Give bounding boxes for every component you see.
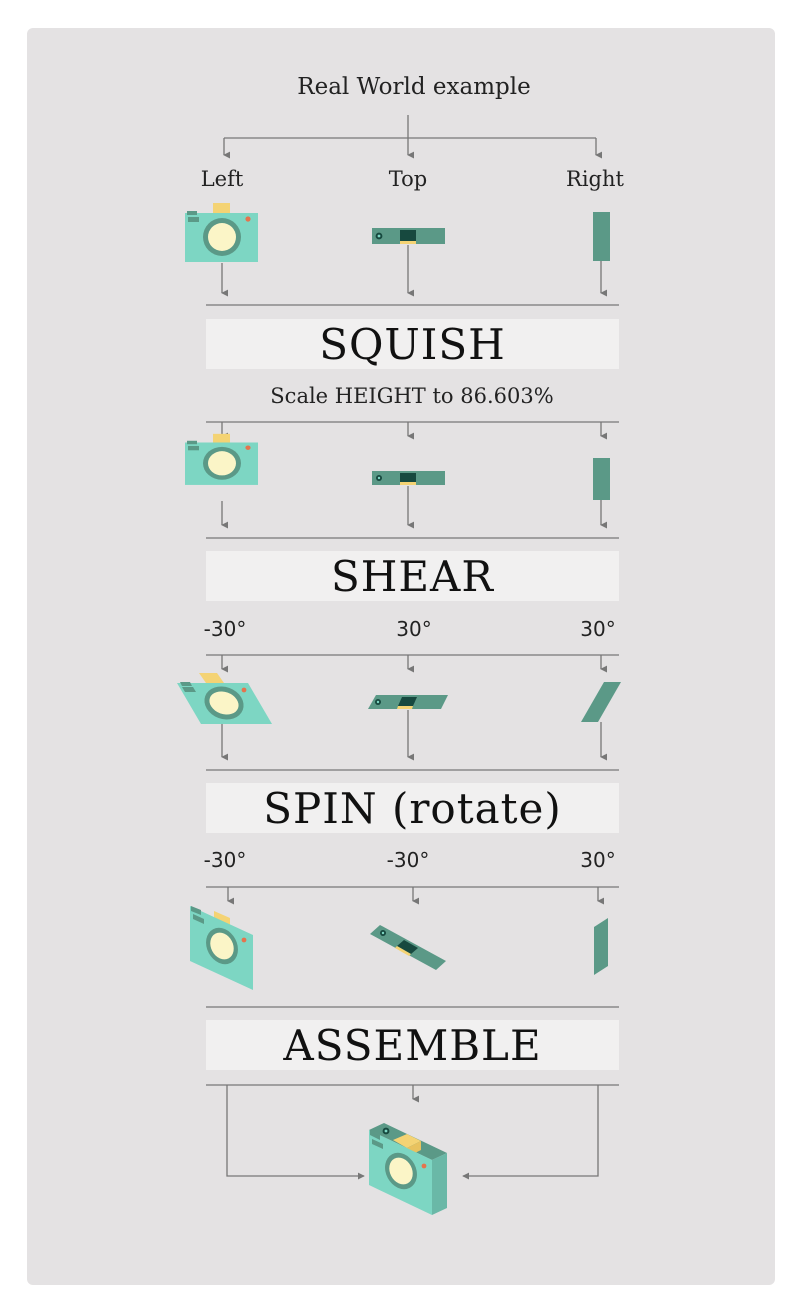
camera-left-spun xyxy=(190,906,253,990)
spin-angle-right: 30° xyxy=(580,848,616,872)
squish-note: Scale HEIGHT to 86.603% xyxy=(270,384,554,408)
spin-angle-left: -30° xyxy=(203,848,247,872)
step-box-squish: SQUISH xyxy=(206,319,619,369)
camera-top-squished xyxy=(372,471,445,485)
step-box-spin: SPIN (rotate) xyxy=(206,783,619,833)
camera-right-spun xyxy=(594,918,608,975)
camera-top-view xyxy=(372,228,445,244)
view-label-left: Left xyxy=(200,167,244,191)
diagram-title: Real World example xyxy=(297,74,531,100)
camera-top-spun xyxy=(370,925,446,970)
step-label-shear: SHEAR xyxy=(330,551,494,601)
step-box-assemble: ASSEMBLE xyxy=(206,1020,619,1070)
shear-angle-right: 30° xyxy=(580,617,616,641)
camera-left-squished xyxy=(185,433,258,485)
step-box-shear: SHEAR xyxy=(206,551,619,601)
step-label-spin: SPIN (rotate) xyxy=(263,783,562,833)
shear-angle-left: -30° xyxy=(203,617,247,641)
camera-left-view xyxy=(185,203,258,262)
view-label-top: Top xyxy=(388,167,428,191)
camera-top-sheared xyxy=(368,695,448,709)
shear-angle-top: 30° xyxy=(396,617,432,641)
camera-left-sheared xyxy=(177,673,272,724)
step-label-assemble: ASSEMBLE xyxy=(283,1020,542,1070)
connector-assemble-left xyxy=(226,1085,365,1180)
connector-assemble-right xyxy=(462,1085,599,1180)
camera-right-view xyxy=(593,212,610,261)
connector-lines xyxy=(206,115,619,1180)
step-label-squish: SQUISH xyxy=(319,319,506,369)
camera-assembled xyxy=(369,1123,447,1215)
view-label-right: Right xyxy=(566,167,624,191)
spin-angle-top: -30° xyxy=(386,848,430,872)
camera-right-sheared xyxy=(581,682,621,722)
camera-right-squished xyxy=(593,458,610,500)
